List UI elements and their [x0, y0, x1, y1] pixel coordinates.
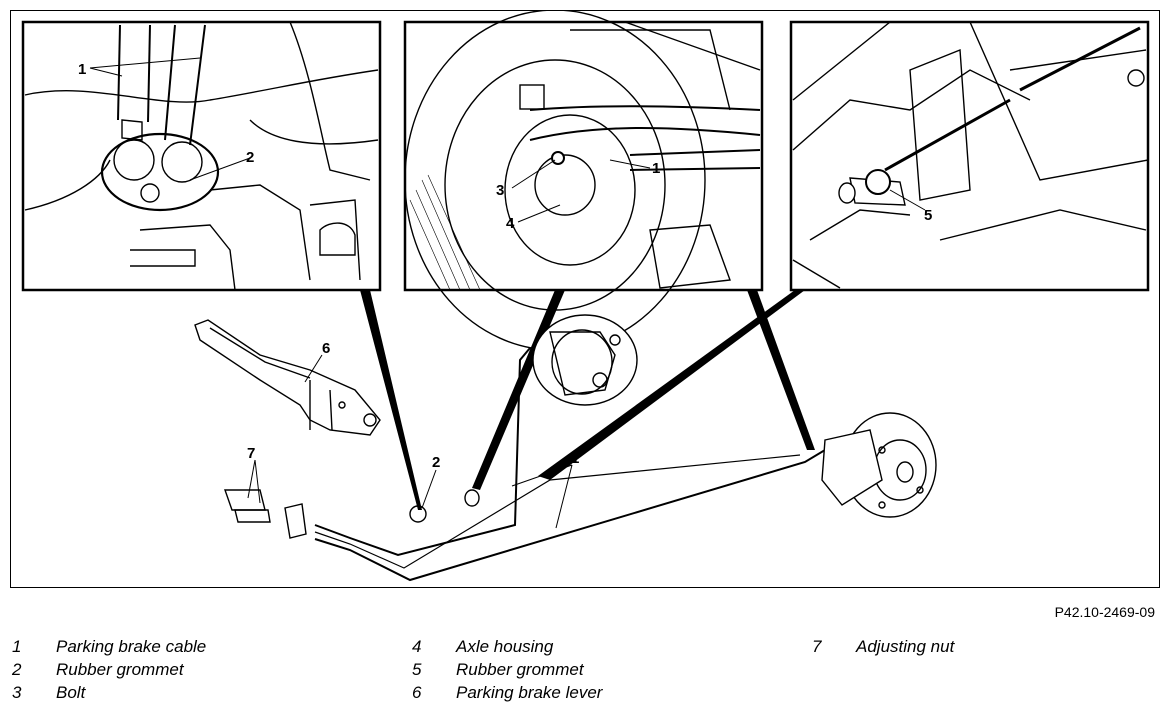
legend-label: Bolt	[56, 683, 86, 702]
callout-inset1-1: 1	[78, 61, 86, 78]
legend-label: Parking brake lever	[456, 683, 603, 702]
callout-inset2-1: 1	[652, 160, 660, 177]
figure-reference: P42.10-2469-09	[1054, 604, 1155, 620]
main-assembly	[194, 314, 937, 582]
legend-label: Axle housing	[456, 637, 554, 656]
callout-inset2-3: 3	[496, 182, 504, 199]
legend-label: Adjusting nut	[856, 637, 955, 656]
callout-inset1-2: 2	[246, 149, 254, 166]
callout-inset3-5: 5	[924, 207, 932, 224]
callout-main-1: 1	[571, 450, 579, 467]
legend-label: Rubber grommet	[456, 660, 584, 679]
legend-number: 2	[12, 660, 22, 679]
legend-number: 6	[412, 683, 422, 702]
inset-3: 5	[789, 20, 1150, 292]
legend-label: Rubber grommet	[56, 660, 184, 679]
parking-brake-diagram: 1 2 1 3 4	[10, 10, 1160, 588]
inset-1: 1 2	[21, 20, 382, 292]
legend-number: 5	[412, 660, 422, 679]
legend-number: 7	[812, 637, 822, 656]
main-callout-leaders	[247, 354, 573, 529]
legend-number: 3	[12, 683, 22, 702]
callout-main-2: 2	[432, 454, 440, 471]
callout-main-7: 7	[247, 445, 255, 462]
legend-number: 1	[12, 637, 22, 656]
callout-inset2-4: 4	[506, 215, 515, 232]
legend-number: 4	[412, 637, 422, 656]
callout-main-6: 6	[322, 340, 330, 357]
inset-2: 1 3 4	[403, 10, 764, 351]
legend-label: Parking brake cable	[56, 637, 207, 656]
